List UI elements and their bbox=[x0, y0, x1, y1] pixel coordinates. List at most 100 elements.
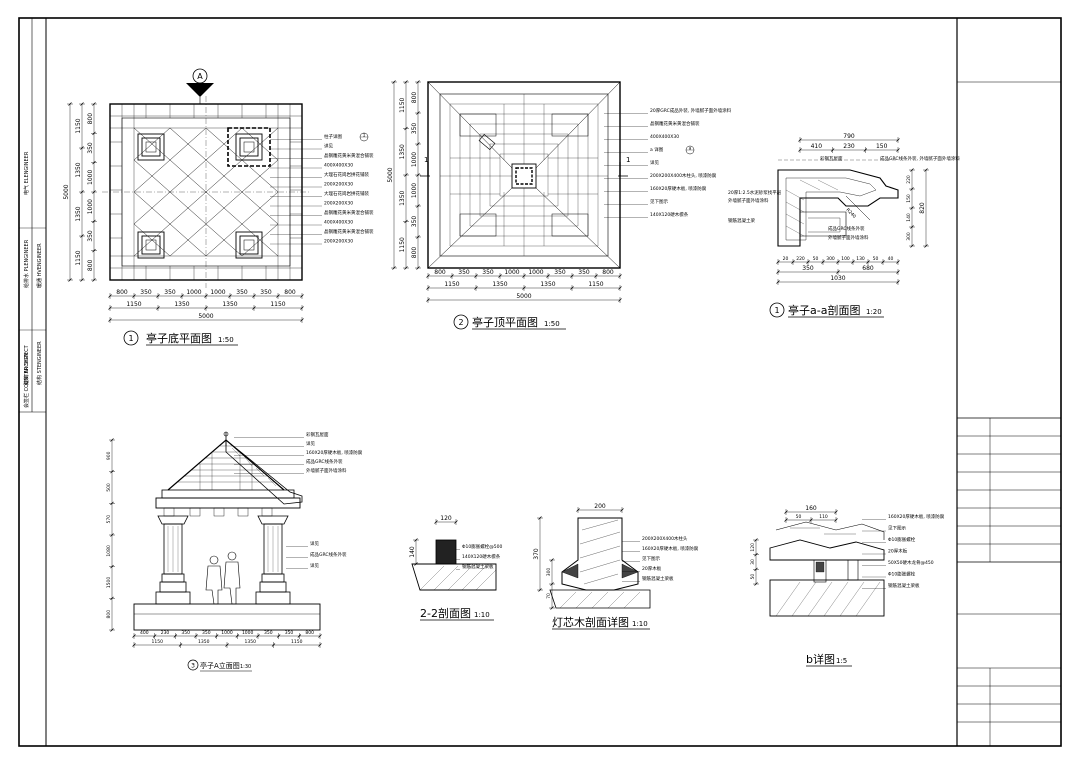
base-plan-dim: 350 bbox=[87, 230, 94, 242]
elevation-dim: 1350 bbox=[198, 639, 210, 645]
roof-plan-dim: 1350 bbox=[399, 144, 406, 159]
base-plan-dim: 1000 bbox=[186, 289, 201, 296]
roof-plan-scale: 1:50 bbox=[544, 320, 560, 328]
roof-section-mark-left: 1 bbox=[424, 156, 428, 164]
section-aa-dim: 50 bbox=[873, 256, 879, 262]
side-label-electrical: 电气 ELENGINEER bbox=[23, 151, 30, 195]
elevation-callout: 成品GRC线条外装 bbox=[306, 458, 343, 465]
roof-plan-dim: 800 bbox=[411, 247, 418, 259]
lamp-core-callout: 200X200X400木柱头 bbox=[642, 535, 688, 542]
section-aa-scale: 1:20 bbox=[866, 308, 882, 316]
base-plan-dim: 800 bbox=[87, 113, 94, 125]
elevation-dim: 350 bbox=[181, 630, 190, 636]
detail-b-scale: 1:5 bbox=[836, 657, 847, 665]
section-22-callout: 140X120硬木檩条 bbox=[462, 553, 501, 560]
base-plan-callout: 400X400X30 bbox=[324, 220, 353, 226]
base-plan-title: 亭子底平面图 bbox=[146, 331, 212, 345]
detail-b-dim: 50 bbox=[750, 574, 756, 580]
roof-plan-dim: 1000 bbox=[504, 269, 519, 276]
base-plan-callout: 晶钢雕花黄米黄混合铺装 bbox=[324, 209, 374, 216]
section-aa-dim: 100 bbox=[841, 256, 850, 262]
base-plan-dim: 1000 bbox=[87, 170, 94, 185]
detail-b-callout: Φ10膨胀螺栓 bbox=[888, 536, 916, 543]
section-aa-callouts: 彩钢瓦屋面20厚1:2.5水泥砂浆找平层外墙腻子面外墙涂料钢筋混凝土梁成品GRC… bbox=[728, 155, 960, 241]
section-aa-dim: 230 bbox=[843, 143, 855, 150]
elevation-dim: 900 bbox=[106, 451, 112, 460]
base-plan-dim: 1350 bbox=[174, 301, 189, 308]
base-plan-dim: 350 bbox=[236, 289, 248, 296]
section-aa-dim: 50 bbox=[813, 256, 819, 262]
section-aa-dim: 220 bbox=[906, 175, 912, 184]
elevation-dim: 800 bbox=[106, 610, 112, 619]
section-aa-dim: 300 bbox=[906, 232, 912, 241]
elevation-dim: 500 bbox=[106, 483, 112, 492]
lamp-core-callout: 160X20厚硬木板, 喷漆防腐 bbox=[642, 545, 699, 552]
base-plan-callout: 400X400X30 bbox=[324, 163, 353, 169]
lamp-core-callout: 见下图示 bbox=[642, 556, 660, 562]
roof-plan-dim: 800 bbox=[602, 269, 614, 276]
section-marker-a: A bbox=[186, 68, 214, 104]
roof-plan-callout: 20厚GRC成品外装, 外墙腻子面外墙涂料 bbox=[650, 107, 732, 114]
roof-plan-dim: 1350 bbox=[540, 281, 555, 288]
base-plan-dim: 350 bbox=[140, 289, 152, 296]
base-plan-callout: 晶钢雕花黄米黄混合铺装 bbox=[324, 228, 374, 235]
base-plan-dim: 1350 bbox=[75, 162, 82, 177]
elevation-dim: 1150 bbox=[291, 639, 303, 645]
roof-plan-callouts: 20厚GRC成品外装, 外墙腻子面外墙涂料晶钢雕花黄米黄混合铺装400X400X… bbox=[604, 107, 732, 218]
roof-plan-dim: 1150 bbox=[588, 281, 603, 288]
lamp-core-dim: 370 bbox=[533, 548, 540, 560]
section-aa-dim: 220 bbox=[796, 256, 805, 262]
elevation-callout-lower: 成品GRC线条外装 bbox=[310, 551, 347, 558]
elevation-dim: 1000 bbox=[242, 630, 254, 636]
elevation-callout-lower: 详见 bbox=[310, 562, 319, 569]
base-plan-dim: 350 bbox=[164, 289, 176, 296]
roof-plan-callout-ref: a bbox=[689, 147, 692, 152]
base-plan-title-block: 1 亭子底平面图 1:50 bbox=[123, 330, 238, 346]
section-aa-dim: 20 bbox=[783, 256, 789, 262]
roof-plan-dim: 1150 bbox=[399, 237, 406, 252]
base-plan-dim: 350 bbox=[87, 142, 94, 154]
elevation-dim: 1350 bbox=[245, 639, 257, 645]
base-plan-number: 1 bbox=[128, 334, 133, 343]
elevation-dim: 1000 bbox=[221, 630, 233, 636]
section-aa-profile bbox=[777, 159, 899, 247]
section-aa-dim: 150 bbox=[906, 194, 912, 203]
roof-plan-callout: 200X200X400木柱头, 喷漆防腐 bbox=[650, 172, 717, 179]
elevation-dim: 350 bbox=[285, 630, 294, 636]
section-aa-dim: 410 bbox=[811, 143, 823, 150]
base-plan-dim: 1000 bbox=[210, 289, 225, 296]
elevation-dim: 1500 bbox=[106, 577, 112, 589]
section-aa-dim: 350 bbox=[802, 265, 814, 272]
roof-plan-dim: 350 bbox=[578, 269, 590, 276]
base-plan-callout: 柱子详图 bbox=[324, 133, 342, 140]
roof-plan-callout: a 详图 bbox=[650, 146, 664, 153]
lamp-core-profile bbox=[549, 517, 651, 609]
roof-plan-dim: 800 bbox=[411, 92, 418, 104]
base-plan-dim: 1150 bbox=[75, 250, 82, 265]
base-plan-dim: 1000 bbox=[87, 199, 94, 214]
detail-b-callout: 20厚木板 bbox=[888, 548, 908, 555]
elevation-structure bbox=[133, 431, 321, 631]
elevation-columns bbox=[155, 515, 291, 605]
roof-plan-number: 2 bbox=[458, 318, 463, 327]
side-label-structure: 结构 STENGINEER bbox=[36, 341, 43, 385]
roof-plan-dim: 800 bbox=[434, 269, 446, 276]
side-label-hvac: 暖通 HVENGINEER bbox=[36, 243, 43, 288]
base-plan-callout: 详见 bbox=[324, 143, 333, 150]
lamp-core-dim: 70 bbox=[546, 593, 552, 599]
roof-plan-callout: 140X120硬木檩条 bbox=[650, 211, 689, 218]
lamp-core-dim: 300 bbox=[546, 568, 552, 577]
elevation-dim: 1150 bbox=[152, 639, 164, 645]
